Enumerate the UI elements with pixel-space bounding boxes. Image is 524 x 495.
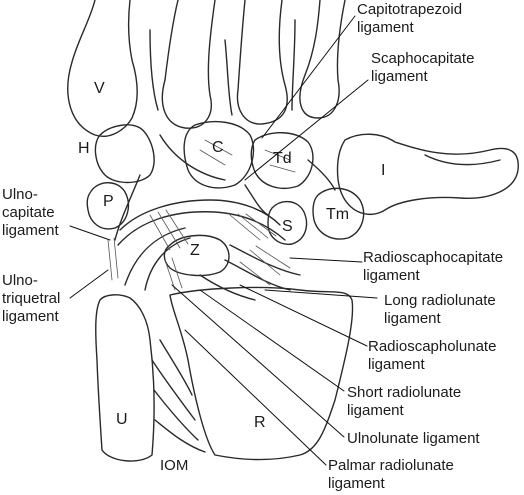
label-line: ligament bbox=[328, 475, 385, 492]
label-line: Ulnolunate ligament bbox=[347, 430, 480, 447]
bone-label-I: I bbox=[381, 162, 386, 179]
label-line: Long radiolunate bbox=[384, 292, 496, 309]
label-short-radiolunate-ligament: Short radiolunate ligament bbox=[347, 384, 461, 420]
label-line: ligament bbox=[371, 68, 428, 85]
label-radioscapholunate-ligament: Radioscapholunate ligament bbox=[368, 338, 496, 374]
label-ulnocapitate-ligament: Ulno- capitate ligament bbox=[2, 186, 59, 240]
forearm-bones bbox=[95, 286, 354, 462]
bone-label-Tm: Tm bbox=[326, 206, 350, 223]
label-line: capitate bbox=[2, 204, 55, 221]
label-line: Ulno- bbox=[2, 272, 38, 289]
label-ulnolunate-ligament: Ulnolunate ligament bbox=[347, 430, 480, 448]
label-line: Ulno- bbox=[2, 186, 38, 203]
bone-label-Z: Z bbox=[190, 242, 200, 259]
label-line: ligament bbox=[357, 19, 414, 36]
label-line: ligament bbox=[2, 308, 59, 325]
metacarpals bbox=[67, 0, 519, 216]
bone-label-V: V bbox=[94, 80, 105, 97]
label-line: Short radiolunate bbox=[347, 384, 462, 401]
carpal-bones bbox=[86, 120, 365, 301]
bone-label-H: H bbox=[78, 140, 90, 157]
label-line: Capitotrapezoid bbox=[357, 1, 463, 18]
ligament-fibers bbox=[107, 139, 296, 291]
bone-label-U: U bbox=[116, 411, 128, 428]
bone-label-P: P bbox=[103, 193, 114, 210]
label-line: Palmar radiolunate bbox=[328, 457, 454, 474]
label-line: ligament bbox=[384, 310, 441, 327]
label-long-radiolunate-ligament: Long radiolunate ligament bbox=[384, 292, 496, 328]
bone-label-S: S bbox=[282, 218, 293, 235]
label-capitotrapezoid-ligament: Capitotrapezoid ligament bbox=[357, 1, 462, 37]
bone-label-C: C bbox=[212, 139, 224, 156]
label-line: ligament bbox=[2, 222, 59, 239]
label-scaphocapitate-ligament: Scaphocapitate ligament bbox=[371, 50, 474, 86]
label-palmar-radiolunate-ligament: Palmar radiolunate ligament bbox=[328, 457, 454, 493]
label-ulnotriquetral-ligament: Ulno- triquetral ligament bbox=[2, 272, 60, 326]
bone-label-R: R bbox=[254, 414, 266, 431]
label-line: ligament bbox=[363, 267, 420, 284]
label-radioscaphocapitate-ligament: Radioscaphocapitate ligament bbox=[363, 249, 503, 285]
label-line: Scaphocapitate bbox=[371, 50, 475, 67]
label-line: ligament bbox=[347, 402, 404, 419]
label-line: Radioscapholunate bbox=[368, 338, 497, 355]
bone-label-Td: Td bbox=[273, 150, 292, 167]
leader-lines bbox=[69, 15, 378, 466]
bone-label-IOM: IOM bbox=[160, 457, 189, 474]
label-line: triquetral bbox=[2, 290, 61, 307]
label-line: ligament bbox=[368, 356, 425, 373]
label-line: Radioscaphocapitate bbox=[363, 249, 504, 266]
